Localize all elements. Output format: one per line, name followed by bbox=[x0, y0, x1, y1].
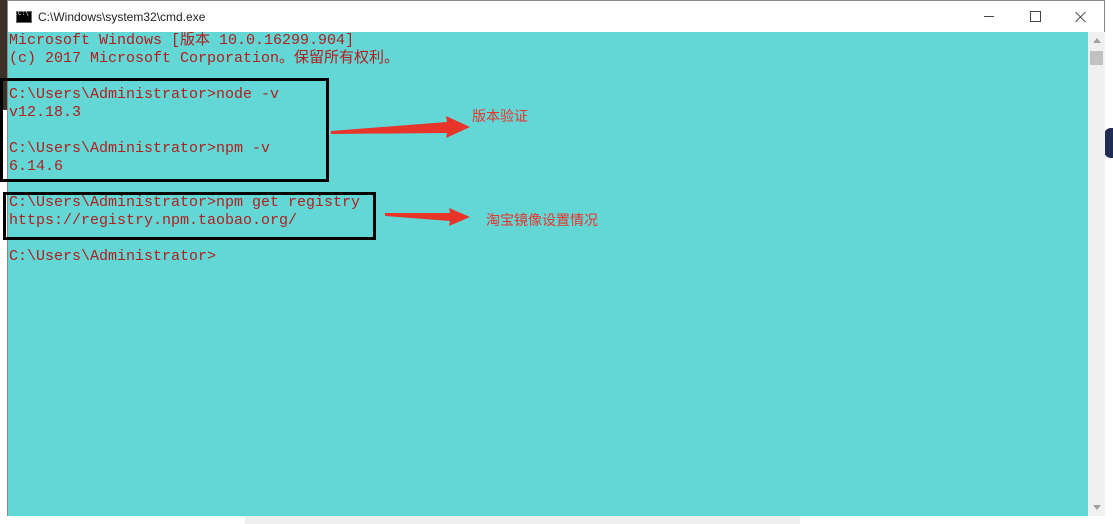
window-controls bbox=[966, 1, 1104, 32]
window-title: C:\Windows\system32\cmd.exe bbox=[38, 9, 206, 24]
minimize-button[interactable] bbox=[966, 1, 1012, 32]
console-line: v12.18.3 bbox=[9, 104, 82, 121]
title-bar[interactable]: C:\Windows\system32\cmd.exe bbox=[8, 1, 1104, 32]
close-button[interactable] bbox=[1058, 1, 1104, 32]
console-prompt: C:\Users\Administrator> bbox=[9, 248, 217, 265]
version-check-label: 版本验证 bbox=[472, 109, 528, 125]
close-icon bbox=[1075, 11, 1087, 23]
console-line: (c) 2017 Microsoft Corporation。保留所有权利。 bbox=[9, 50, 400, 67]
arrow-down-icon bbox=[1092, 505, 1101, 510]
maximize-icon bbox=[1029, 11, 1041, 22]
desktop-background-bottom-panel bbox=[245, 516, 800, 524]
maximize-button[interactable] bbox=[1012, 1, 1058, 32]
desktop-background-avatar bbox=[1104, 128, 1113, 158]
scroll-thumb[interactable] bbox=[1090, 51, 1103, 65]
console-line: C:\Users\Administrator>node -v bbox=[9, 86, 280, 103]
desktop-background-right bbox=[1105, 0, 1113, 524]
scroll-up-button[interactable] bbox=[1088, 32, 1105, 49]
console-line: C:\Users\Administrator>npm -v bbox=[9, 140, 271, 157]
desktop-background-left-image bbox=[0, 0, 7, 110]
version-highlight-box bbox=[0, 78, 329, 182]
registry-highlight-box bbox=[3, 192, 376, 240]
cmd-window[interactable]: C:\Windows\system32\cmd.exe Microsoft Wi… bbox=[7, 0, 1105, 516]
console-line: C:\Users\Administrator>npm get registry bbox=[9, 194, 361, 211]
arrow-up-icon bbox=[1092, 38, 1101, 43]
minimize-icon bbox=[984, 16, 994, 17]
console-output[interactable]: Microsoft Windows [版本 10.0.16299.904] (c… bbox=[8, 32, 1088, 516]
mirror-setting-label: 淘宝镜像设置情况 bbox=[486, 213, 598, 229]
scroll-down-button[interactable] bbox=[1088, 499, 1105, 516]
console-line: Microsoft Windows [版本 10.0.16299.904] bbox=[9, 32, 355, 49]
desktop-background-left bbox=[0, 0, 7, 524]
console-line: 6.14.6 bbox=[9, 158, 64, 175]
console-line: https://registry.npm.taobao.org/ bbox=[9, 212, 298, 229]
vertical-scrollbar[interactable] bbox=[1088, 32, 1105, 516]
cmd-app-icon[interactable] bbox=[16, 10, 32, 23]
